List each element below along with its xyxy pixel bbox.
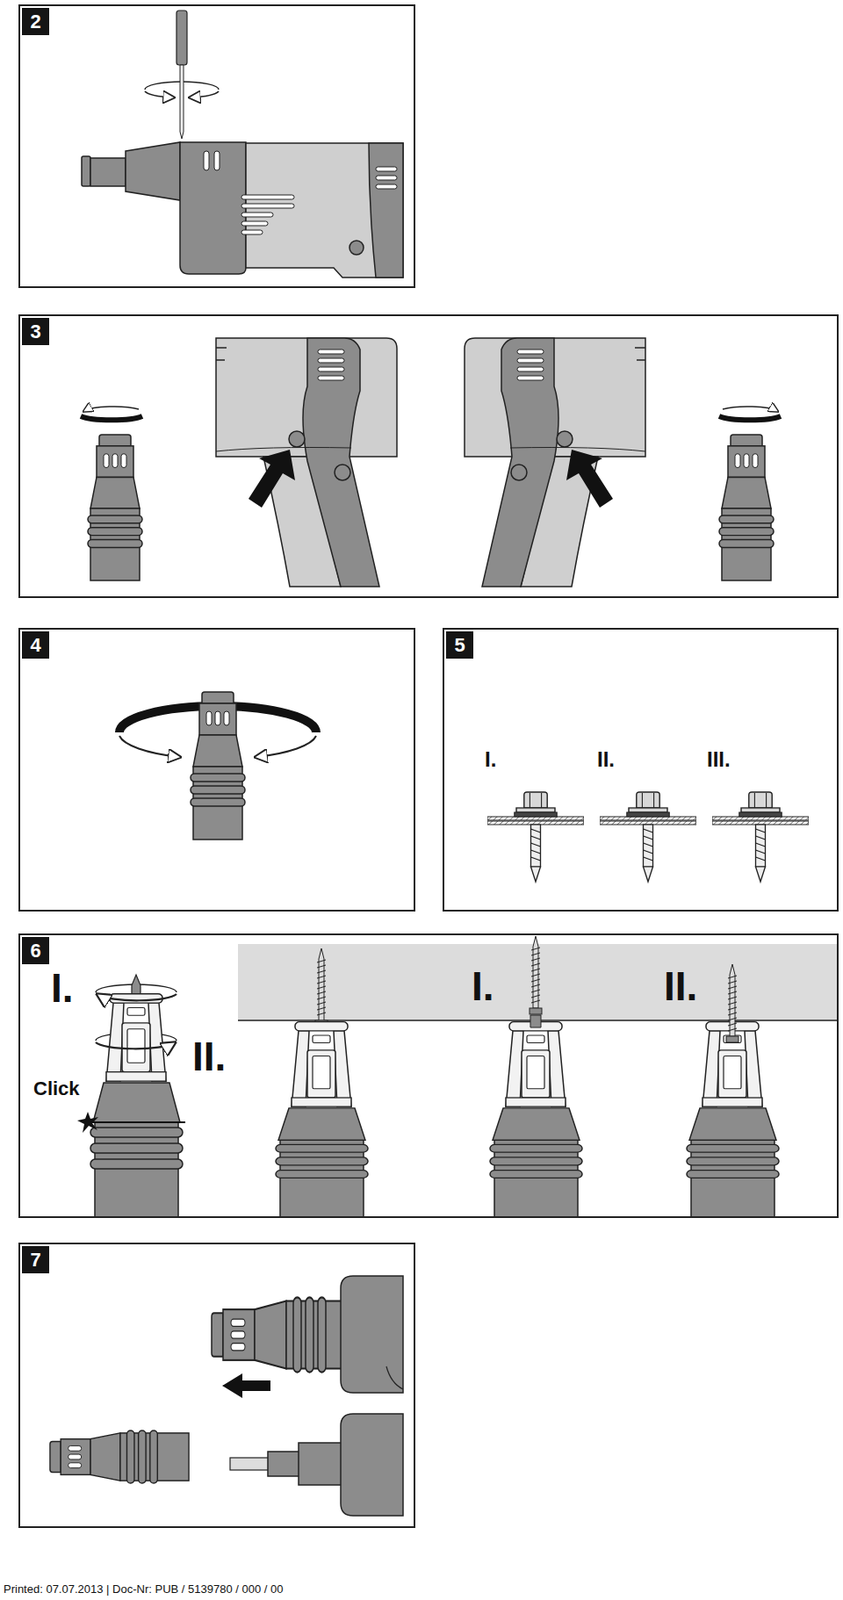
step-number: 5 bbox=[446, 631, 474, 659]
panel-3-drawing-part bbox=[216, 447, 352, 453]
panel-2-drawing-part bbox=[214, 151, 220, 171]
panel-2-drawing-part bbox=[241, 230, 263, 235]
panel-3-drawing-part bbox=[87, 434, 143, 581]
panel-5-drawing-part bbox=[599, 792, 697, 882]
step-number: 4 bbox=[21, 631, 50, 659]
panel-7-drawing-part bbox=[267, 1451, 301, 1477]
panel-frame: 5 bbox=[442, 627, 839, 912]
panel-3-drawing-part bbox=[317, 358, 345, 363]
callout-label: I. bbox=[484, 748, 497, 771]
panel-2-drawing-part bbox=[375, 184, 397, 189]
panel-6-drawing-part bbox=[77, 1111, 99, 1133]
panel-6-drawing-part bbox=[489, 1108, 583, 1218]
panel-7-drawing-part bbox=[222, 1373, 271, 1398]
panel-3-drawing-part bbox=[317, 375, 345, 381]
panel-2-drawing-part bbox=[349, 240, 364, 255]
panel-3-drawing-part bbox=[302, 338, 380, 587]
panel-3-drawing-part bbox=[317, 367, 345, 372]
panel-7-drawing-part bbox=[340, 1275, 404, 1393]
panel-3-drawing-part bbox=[80, 416, 143, 420]
panel-6-drawing-part bbox=[131, 974, 141, 995]
panel-6-drawing-part bbox=[98, 994, 177, 1001]
panel-2-drawing-part bbox=[144, 91, 173, 98]
panel-7-drawing-part bbox=[211, 1296, 360, 1372]
panel-frame: 4 bbox=[18, 627, 416, 912]
callout-label: I. bbox=[50, 965, 74, 1011]
panel-2-drawing-part bbox=[241, 194, 295, 200]
panel-3-drawing-part bbox=[288, 431, 305, 447]
step-number: 2 bbox=[21, 7, 50, 36]
panel-2-drawing-part bbox=[180, 64, 184, 139]
panel-2-drawing-part bbox=[203, 151, 209, 171]
panel-frame: 2 bbox=[18, 4, 416, 289]
callout-label: II. bbox=[192, 1034, 226, 1080]
callout-label: II. bbox=[597, 748, 615, 771]
panel-6-drawing-part bbox=[291, 1022, 352, 1108]
panel-5-drawing-part bbox=[712, 792, 809, 882]
panel-2-drawing-part bbox=[125, 142, 181, 201]
callout-label: Click bbox=[33, 1078, 80, 1100]
callout-label: II. bbox=[663, 964, 698, 1009]
panel-3-drawing-part bbox=[248, 449, 296, 508]
panel-3-drawing bbox=[80, 338, 397, 587]
panel-2-drawing-part bbox=[180, 142, 246, 274]
panel-7-drawing-part bbox=[386, 1366, 404, 1390]
panel-6-drawing-part bbox=[686, 1108, 779, 1218]
panel-2-drawing-part bbox=[241, 221, 268, 226]
panel-3-drawing-part bbox=[317, 349, 345, 354]
panel-7-drawing-part bbox=[50, 1430, 189, 1484]
panel-3-drawing-part bbox=[216, 359, 225, 361]
panel-2-drawing-part bbox=[245, 143, 404, 278]
panel-frame: 6 bbox=[18, 933, 839, 1218]
panel-6-drawing-part bbox=[530, 1015, 541, 1028]
panel-2-drawing-part bbox=[241, 212, 274, 217]
panel-6-drawing-part bbox=[90, 1082, 183, 1218]
footer-note: Printed: 07.07.2013 | Doc-Nr: PUB / 5139… bbox=[3, 1583, 283, 1596]
panel-frame: 3 bbox=[18, 314, 839, 599]
panel-2-drawing-part bbox=[368, 143, 404, 278]
step-number: 7 bbox=[21, 1246, 50, 1274]
panel-6-drawing bbox=[77, 936, 837, 1218]
panel-3-drawing-part bbox=[84, 406, 139, 411]
panel-2-drawing-part bbox=[81, 156, 91, 187]
panel-2-drawing-part bbox=[241, 203, 295, 209]
panel-2-drawing-part bbox=[190, 91, 219, 98]
panel-frame: 7 bbox=[18, 1242, 416, 1528]
panel-6-drawing-part bbox=[95, 1042, 174, 1049]
panel-5-drawing bbox=[487, 792, 809, 882]
callout-label: I. bbox=[471, 964, 495, 1009]
panel-3-drawing-part bbox=[334, 464, 351, 481]
panel-7-drawing bbox=[50, 1275, 404, 1516]
panel-7-drawing-part bbox=[230, 1457, 270, 1470]
panel-3-drawing-part bbox=[216, 346, 227, 349]
step-number: 3 bbox=[21, 317, 50, 346]
panel-6-drawing-part bbox=[275, 1108, 368, 1218]
panel-5-drawing-part bbox=[487, 792, 584, 882]
panel-4-drawing-part bbox=[119, 735, 180, 757]
callout-label: III. bbox=[706, 748, 731, 771]
panel-6-drawing-part bbox=[106, 994, 166, 1082]
panel-2-drawing-part bbox=[90, 158, 126, 187]
panel-6-drawing-part bbox=[505, 1022, 566, 1108]
step-number: 6 bbox=[21, 936, 50, 965]
panel-4-drawing bbox=[119, 691, 317, 840]
panel-4-drawing-part bbox=[256, 735, 317, 757]
panel-2-drawing bbox=[81, 10, 404, 278]
panel-7-drawing-part bbox=[340, 1413, 404, 1516]
panel-6-drawing-part bbox=[315, 948, 328, 1027]
panel-6-drawing-part bbox=[529, 936, 542, 1015]
panel-6-drawing-part bbox=[726, 964, 739, 1043]
panel-2-drawing-part bbox=[176, 10, 188, 65]
panel-2-drawing-part bbox=[375, 166, 397, 172]
panel-2-drawing-part bbox=[375, 175, 397, 181]
panel-4-drawing-part bbox=[190, 691, 245, 840]
panel-6-drawing-part bbox=[87, 1121, 186, 1124]
panel-3-drawing-mirror bbox=[464, 338, 781, 587]
